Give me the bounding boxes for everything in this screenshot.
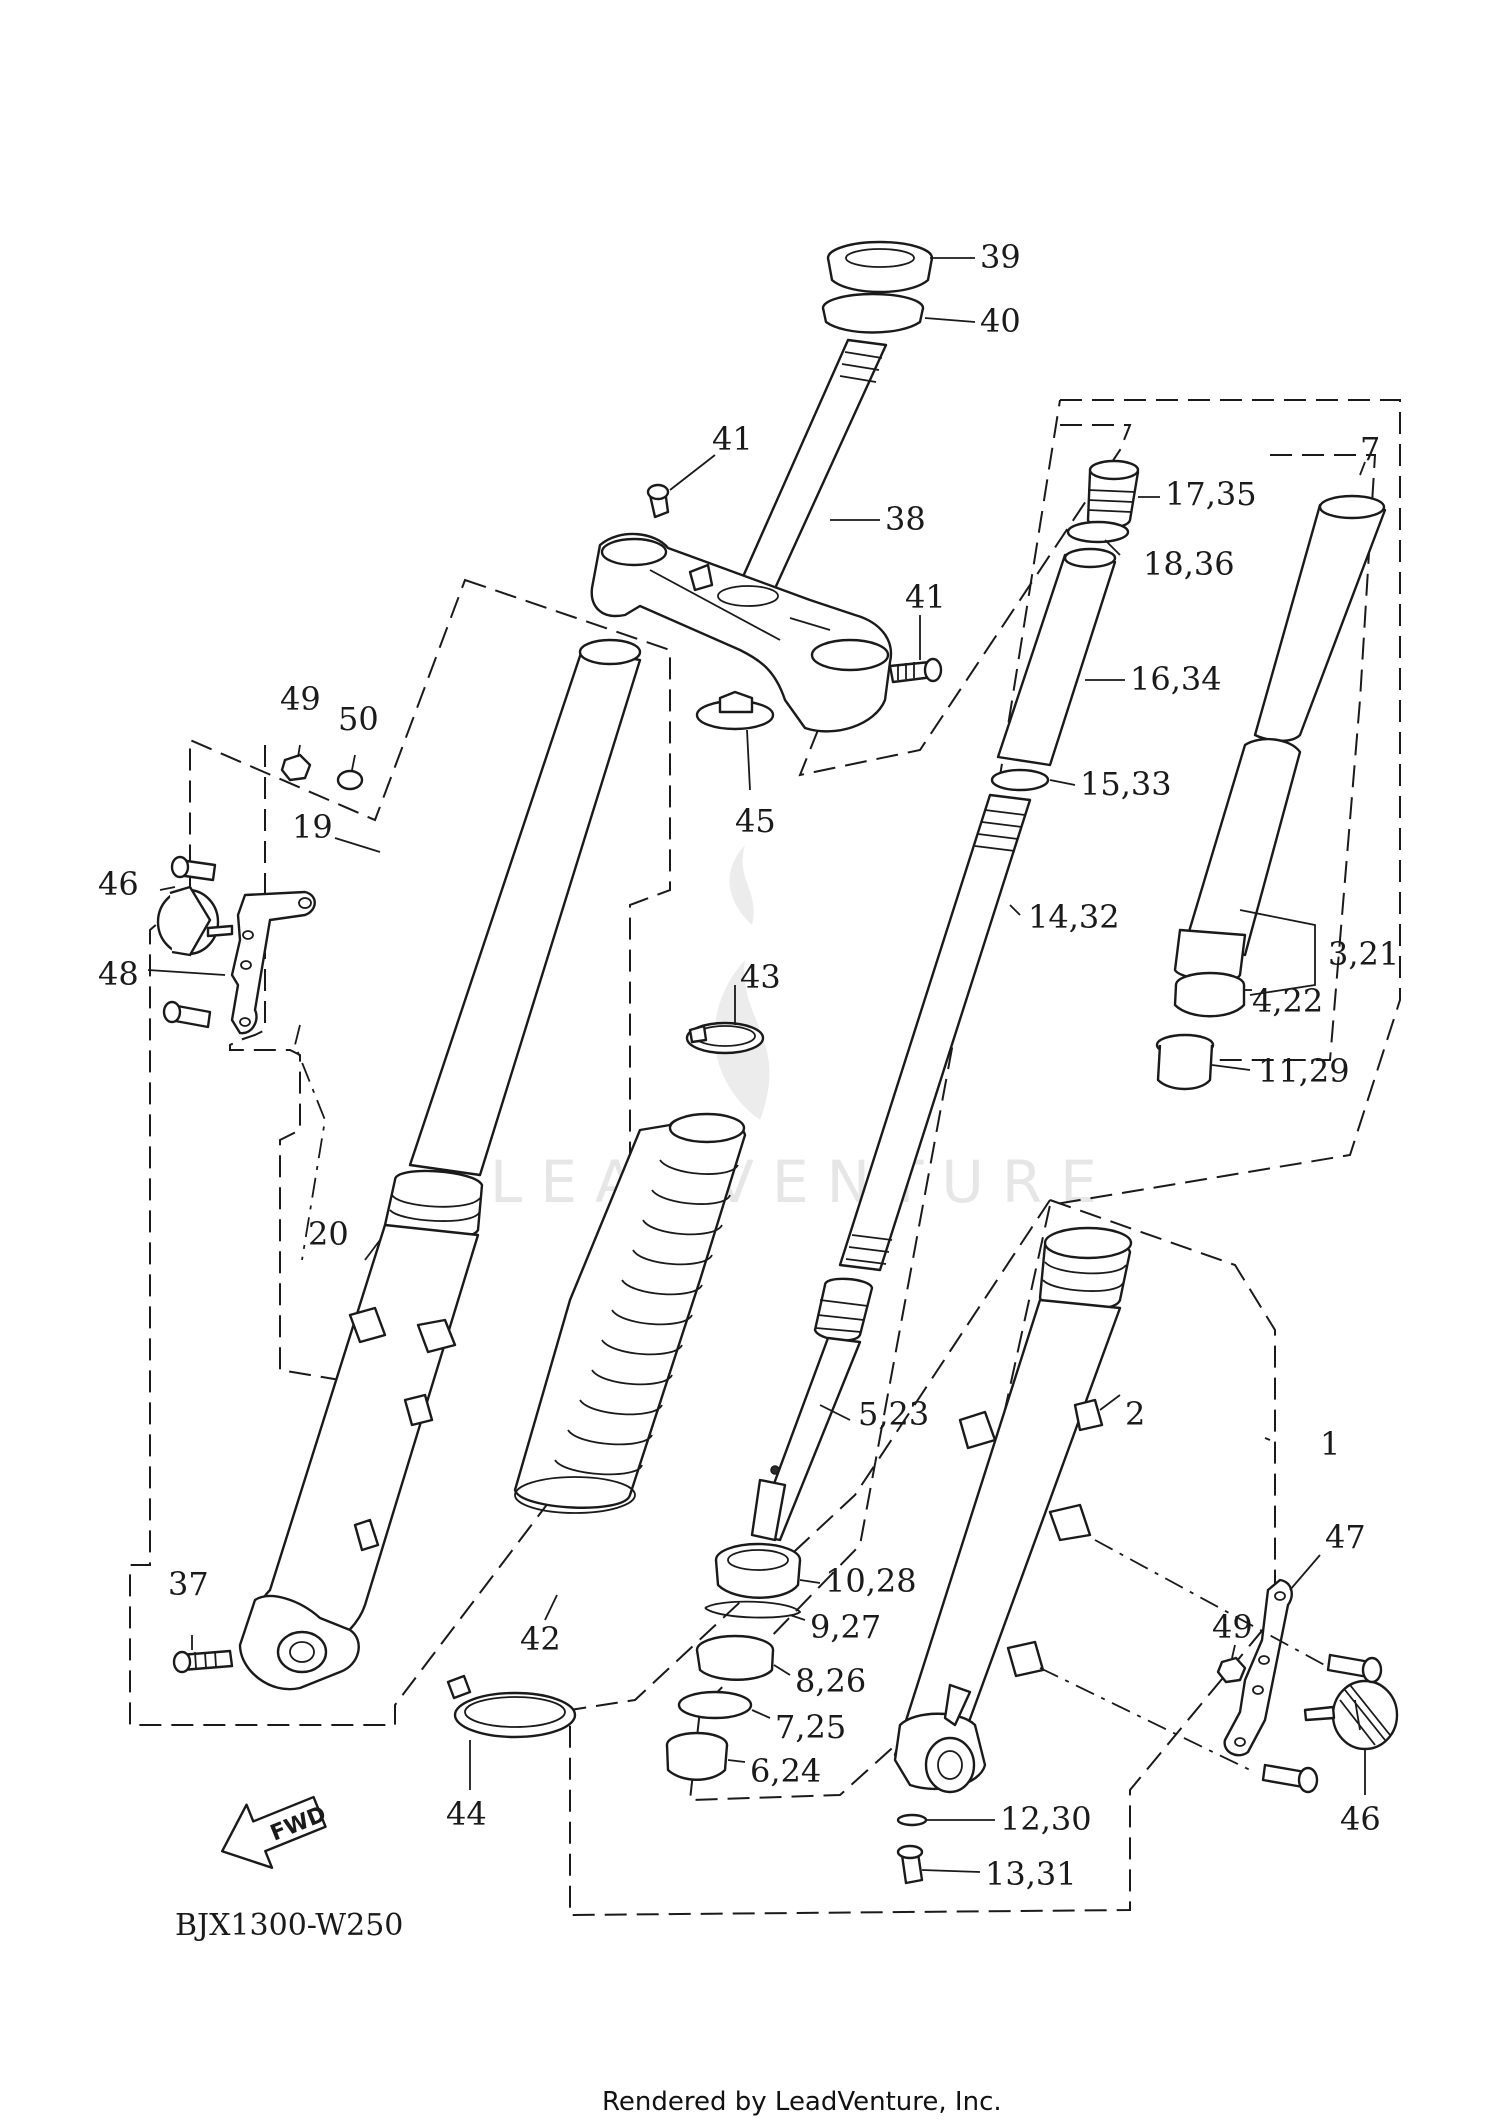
label-7-25: 7,25 (775, 1708, 846, 1746)
watermark: LEADVENTURE (490, 845, 1115, 1216)
right-outer-tube (893, 1226, 1133, 1885)
label-43: 43 (740, 958, 781, 996)
label-44: 44 (446, 1795, 487, 1833)
inner-tube-outline (1190, 454, 1377, 1061)
leader-lines (147, 257, 1366, 1873)
label-5-23: 5,23 (858, 1395, 929, 1433)
label-46-left: 46 (98, 865, 139, 903)
label-20: 20 (308, 1215, 349, 1253)
label-6-24: 6,24 (750, 1752, 821, 1790)
connection-lines (294, 1024, 1331, 1771)
label-49-right: 49 (1212, 1608, 1253, 1646)
watermark-text: LEADVENTURE (490, 1148, 1115, 1216)
label-3-21: 3,21 (1328, 935, 1399, 973)
label-46-right: 46 (1340, 1800, 1381, 1838)
label-18-36: 18,36 (1143, 545, 1235, 583)
label-48: 48 (98, 955, 139, 993)
label-39: 39 (980, 238, 1021, 276)
label-10-28: 10,28 (825, 1562, 917, 1600)
right-reflector-bracket (1216, 1578, 1399, 1794)
label-15-33: 15,33 (1080, 765, 1172, 803)
label-2: 2 (1125, 1395, 1145, 1433)
label-13-31: 13,31 (985, 1855, 1077, 1893)
label-42: 42 (520, 1620, 561, 1658)
label-17-35: 17,35 (1165, 475, 1257, 513)
footer-credit: Rendered by LeadVenture, Inc. (602, 2087, 1002, 2117)
inner-components-outline (688, 399, 1401, 1802)
fork-internals (665, 459, 1140, 1781)
label-19: 19 (292, 808, 333, 846)
label-4-22: 4,22 (1252, 982, 1323, 1020)
label-41-right: 41 (905, 578, 946, 616)
label-1: 1 (1320, 1425, 1340, 1463)
diagram-code: BJX1300-W250 (175, 1908, 403, 1943)
fwd-arrow: FWD (220, 1795, 330, 1869)
boot-and-clamps (446, 1021, 765, 1739)
label-12-30: 12,30 (1000, 1800, 1092, 1838)
label-47: 47 (1325, 1518, 1366, 1556)
label-11-29: 11,29 (1258, 1052, 1350, 1090)
left-reflector-bracket (156, 753, 364, 1035)
label-37: 37 (168, 1565, 209, 1603)
label-45: 45 (735, 802, 776, 840)
label-7-top: 7 (1360, 430, 1380, 468)
steering-stem-assembly (590, 240, 943, 733)
label-41-top: 41 (712, 420, 753, 458)
label-38: 38 (885, 500, 926, 538)
label-14-32: 14,32 (1028, 898, 1120, 936)
right-fork-assembly-outline (569, 1199, 1276, 1917)
left-fork-assembly (172, 638, 642, 1691)
label-9-27: 9,27 (810, 1608, 881, 1646)
label-16-34: 16,34 (1130, 660, 1222, 698)
label-49-left: 49 (280, 680, 321, 718)
label-8-26: 8,26 (795, 1662, 866, 1700)
outer-tube-assembly-outline (129, 578, 671, 1726)
label-40: 40 (980, 302, 1021, 340)
bracket-group-outline (229, 745, 341, 1381)
part-labels: 39 40 41 38 41 45 49 50 19 46 48 17,35 7… (98, 238, 1399, 1893)
stem-group-outline (798, 424, 1132, 777)
label-50: 50 (338, 700, 379, 738)
inner-tube-parts (1155, 494, 1387, 1091)
